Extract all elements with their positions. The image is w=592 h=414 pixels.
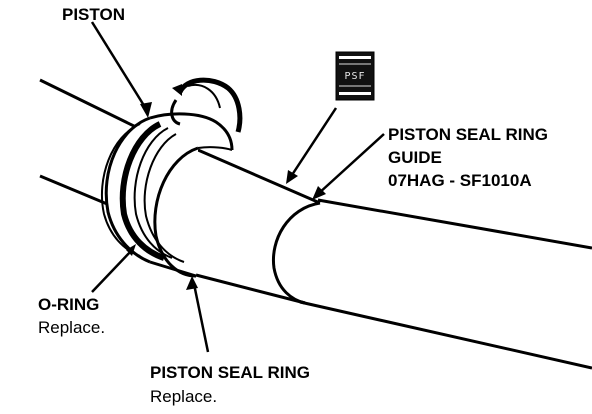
seal-ring-note: Replace.	[150, 387, 217, 406]
special-tool-icon: PSF	[344, 71, 365, 82]
piston-seal-ring	[170, 77, 243, 133]
special-tool-badge: PSF	[335, 51, 375, 101]
seal-ring-label: PISTON SEAL RING	[150, 363, 310, 382]
guide-label-line1: PISTON SEAL RING	[388, 125, 548, 144]
guide-label-line2: GUIDE	[388, 148, 442, 167]
leader-lines	[90, 21, 385, 353]
guide-part-number: 07HAG - SF1010A	[388, 171, 532, 190]
oring-note: Replace.	[38, 318, 105, 337]
shaft	[39, 78, 592, 370]
piston	[100, 112, 234, 278]
piston-label: PISTON	[62, 5, 125, 24]
oring-label: O-RING	[38, 295, 99, 314]
seal-ring-guide	[153, 146, 321, 305]
